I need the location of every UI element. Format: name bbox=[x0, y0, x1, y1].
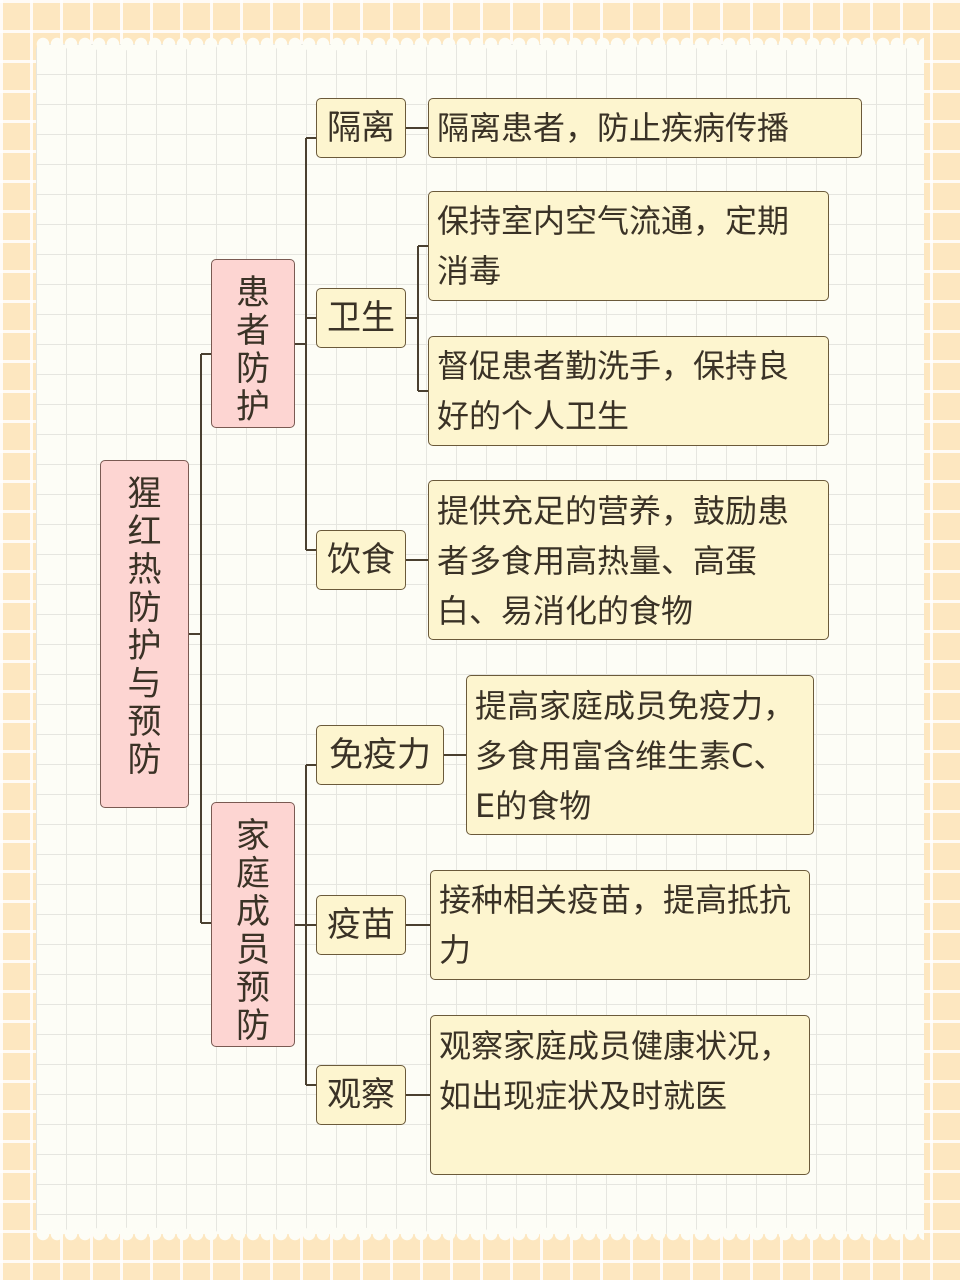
topic-label: 卫生 bbox=[327, 298, 395, 338]
topic-label: 观察 bbox=[327, 1075, 395, 1115]
detail-text: 保持室内空气流通，定期消毒 bbox=[437, 202, 790, 290]
detail-text: 隔离患者，防止疾病传播 bbox=[437, 109, 790, 147]
branch-patient-protection[interactable]: 患者防护 bbox=[211, 259, 295, 428]
connector-root bbox=[189, 353, 211, 924]
detail-text: 提高家庭成员免疫力，多食用富含维生素C、E的食物 bbox=[475, 687, 796, 825]
topic-label: 疫苗 bbox=[327, 905, 395, 945]
detail-text: 督促患者勤洗手，保持良好的个人卫生 bbox=[437, 347, 790, 435]
detail-vaccine[interactable]: 接种相关疫苗，提高抵抗力 bbox=[430, 870, 810, 980]
topic-isolation[interactable]: 隔离 bbox=[316, 98, 406, 158]
topic-immunity[interactable]: 免疫力 bbox=[316, 725, 444, 785]
branch-family-prevention[interactable]: 家庭成员预防 bbox=[211, 802, 295, 1047]
detail-text: 提供充足的营养，鼓励患者多食用高热量、高蛋白、易消化的食物 bbox=[437, 492, 790, 630]
topic-vaccine[interactable]: 疫苗 bbox=[316, 895, 406, 955]
topic-hygiene[interactable]: 卫生 bbox=[316, 288, 406, 348]
topic-label: 饮食 bbox=[327, 540, 395, 580]
branch-label: 家庭成员预防 bbox=[236, 816, 270, 1046]
detail-text: 接种相关疫苗，提高抵抗力 bbox=[439, 881, 792, 969]
detail-text: 观察家庭成员健康状况，如出现症状及时就医 bbox=[439, 1027, 792, 1115]
branch-label: 患者防护 bbox=[236, 273, 270, 427]
root-label: 猩红热防护与预防 bbox=[127, 474, 162, 780]
topic-diet[interactable]: 饮食 bbox=[316, 530, 406, 590]
topic-label: 免疫力 bbox=[329, 735, 431, 775]
detail-isolation[interactable]: 隔离患者，防止疾病传播 bbox=[428, 98, 862, 158]
detail-immunity[interactable]: 提高家庭成员免疫力，多食用富含维生素C、E的食物 bbox=[466, 675, 814, 835]
root-node[interactable]: 猩红热防护与预防 bbox=[100, 460, 189, 808]
detail-hygiene-handwash[interactable]: 督促患者勤洗手，保持良好的个人卫生 bbox=[428, 336, 829, 446]
topic-observe[interactable]: 观察 bbox=[316, 1065, 406, 1125]
connector-branch-2 bbox=[295, 764, 316, 1086]
topic-label: 隔离 bbox=[327, 108, 395, 148]
detail-diet[interactable]: 提供充足的营养，鼓励患者多食用高热量、高蛋白、易消化的食物 bbox=[428, 480, 829, 640]
detail-observe[interactable]: 观察家庭成员健康状况，如出现症状及时就医 bbox=[430, 1015, 810, 1175]
connector-hygiene bbox=[406, 245, 428, 392]
connector-branch-1 bbox=[295, 137, 316, 551]
detail-hygiene-ventilation[interactable]: 保持室内空气流通，定期消毒 bbox=[428, 191, 829, 301]
